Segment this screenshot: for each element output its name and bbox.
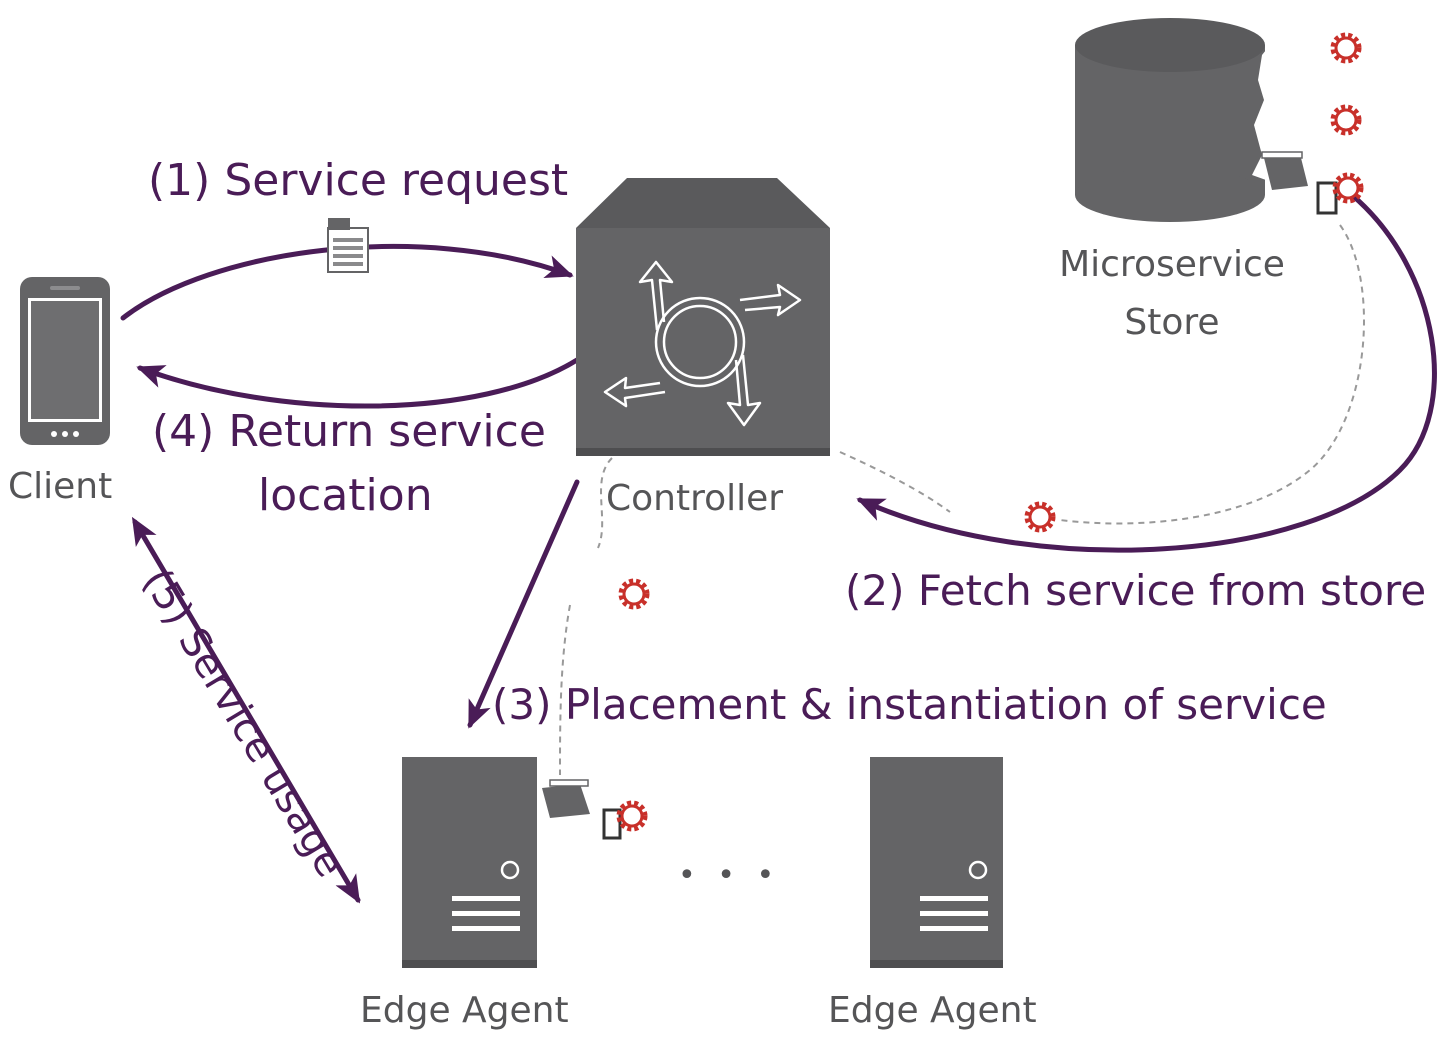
dashed-trail-controller-left: [597, 457, 613, 549]
controller-label: Controller: [606, 478, 784, 519]
gear-icon: [1333, 107, 1359, 133]
document-icon: [327, 218, 369, 273]
step-2-label: (2) Fetch service from store: [845, 566, 1427, 615]
dashed-trail-controller: [839, 451, 951, 513]
arrow-fetch-service: [856, 192, 1437, 553]
dashed-trail-store: [1059, 224, 1365, 525]
arrow-return-location: [136, 357, 580, 409]
document-icon: [1316, 181, 1338, 215]
database-icon: [1075, 18, 1266, 222]
dashed-trails: [559, 224, 1365, 776]
document-icon: [602, 808, 622, 840]
server-icon: [870, 757, 1003, 968]
step-1-label: (1) Service request: [148, 155, 569, 206]
arrow-service-request: [120, 243, 574, 321]
flow-arrows: [120, 192, 1437, 904]
client-label: Client: [8, 466, 113, 507]
gear-icon: [1333, 35, 1359, 61]
phone-icon: [20, 277, 110, 445]
arrow-placement: [467, 479, 580, 729]
gear-icon: [621, 581, 647, 607]
step-4-label-line1: (4) Return service: [152, 406, 546, 457]
server-icon: [402, 757, 537, 968]
gear-icon: [1335, 175, 1361, 201]
edge-agent-label-1: Edge Agent: [360, 990, 569, 1031]
step-4-label-line2: location: [258, 470, 433, 521]
store-label-line1: Microservice: [1059, 244, 1285, 285]
ellipsis: • • •: [678, 858, 781, 893]
arrow-service-usage: [131, 516, 361, 904]
folder-icon: [542, 779, 590, 818]
gear-icon: [1027, 504, 1053, 530]
gear-icon: [619, 803, 645, 829]
store-label-line2: Store: [1124, 302, 1220, 343]
folder-icon: [1261, 151, 1308, 190]
step-3-label: (3) Placement & instantiation of service: [492, 680, 1327, 729]
edge-agent-label-2: Edge Agent: [828, 990, 1037, 1031]
controller-icon: [576, 178, 830, 456]
